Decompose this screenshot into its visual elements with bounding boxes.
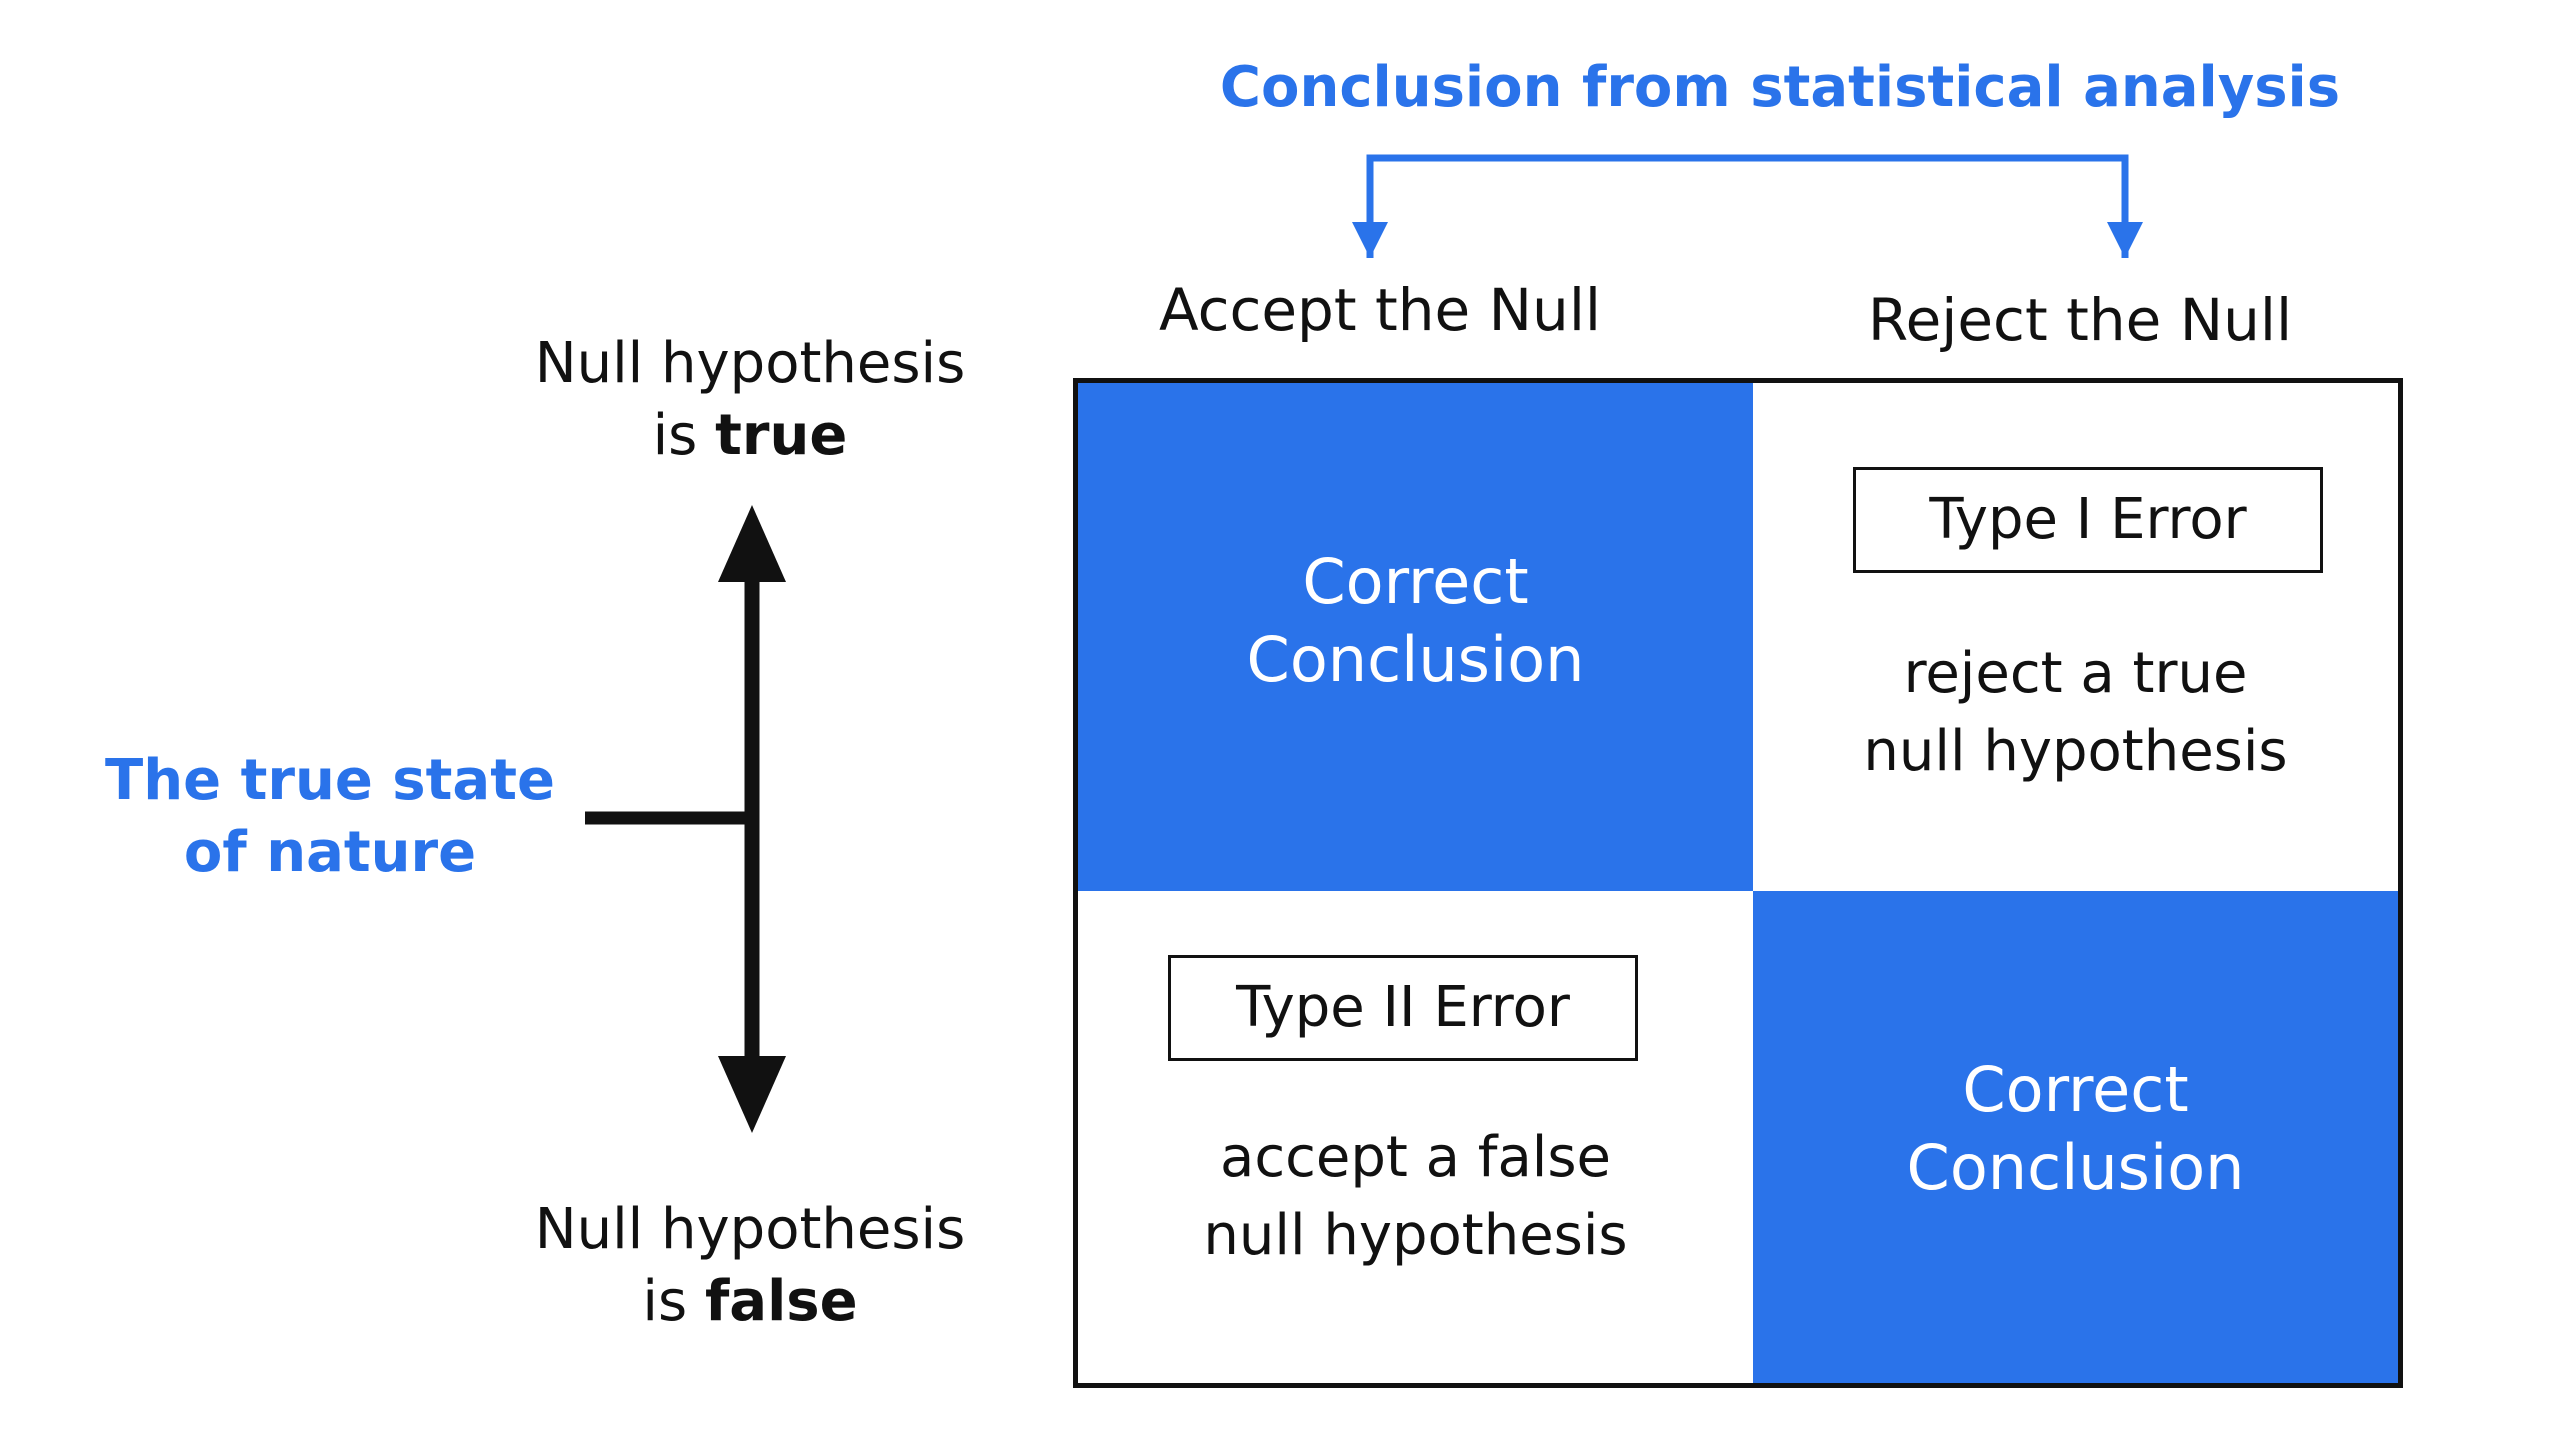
type-two-error-description: accept a false null hypothesis [1078, 1119, 1753, 1275]
cell-type-two-error: Type II Error accept a false null hypoth… [1078, 891, 1753, 1383]
true-state-label: The true state of nature [80, 745, 580, 889]
row-label-true: Null hypothesis is true [480, 328, 1020, 472]
row-label-false: Null hypothesis is false [480, 1194, 1020, 1338]
outcome-matrix: Correct Conclusion Type I Error reject a… [1073, 378, 2403, 1388]
true-state-line2: of nature [183, 820, 477, 885]
cell-correct-accept: Correct Conclusion [1078, 383, 1753, 891]
row-label-true-line2: is true [480, 400, 1020, 472]
row-label-true-word: true [715, 403, 848, 468]
cell-correct-reject: Correct Conclusion [1753, 891, 2398, 1383]
type-one-desc-line2: null hypothesis [1863, 719, 2288, 784]
type-one-error-box: Type I Error [1853, 467, 2323, 573]
type-two-desc-line2: null hypothesis [1203, 1203, 1628, 1268]
row-label-false-line2: is false [480, 1266, 1020, 1338]
type-two-desc-line1: accept a false [1220, 1125, 1611, 1190]
type-one-error-description: reject a true null hypothesis [1753, 635, 2398, 791]
correct-conclusion-text: Correct Conclusion [1078, 543, 1753, 699]
correct-line1: Correct [1962, 1053, 2189, 1126]
cell-type-one-error: Type I Error reject a true null hypothes… [1753, 383, 2398, 891]
row-label-false-prefix: is [642, 1269, 705, 1334]
true-state-line1: The true state [105, 748, 555, 813]
correct-line2: Conclusion [1906, 1131, 2245, 1204]
row-label-true-prefix: is [652, 403, 716, 468]
column-header-reject: Reject the Null [1867, 286, 2293, 354]
row-label-false-line1: Null hypothesis [534, 1197, 966, 1262]
type-two-error-box: Type II Error [1168, 955, 1638, 1061]
column-header-accept: Accept the Null [1158, 276, 1602, 344]
correct-line2: Conclusion [1246, 623, 1585, 696]
row-label-false-word: false [704, 1269, 858, 1334]
row-label-true-line1: Null hypothesis [534, 331, 966, 396]
correct-line1: Correct [1302, 545, 1529, 618]
correct-conclusion-text: Correct Conclusion [1753, 1051, 2398, 1207]
type-one-desc-line1: reject a true [1903, 641, 2248, 706]
conclusion-title: Conclusion from statistical analysis [1219, 55, 2341, 120]
